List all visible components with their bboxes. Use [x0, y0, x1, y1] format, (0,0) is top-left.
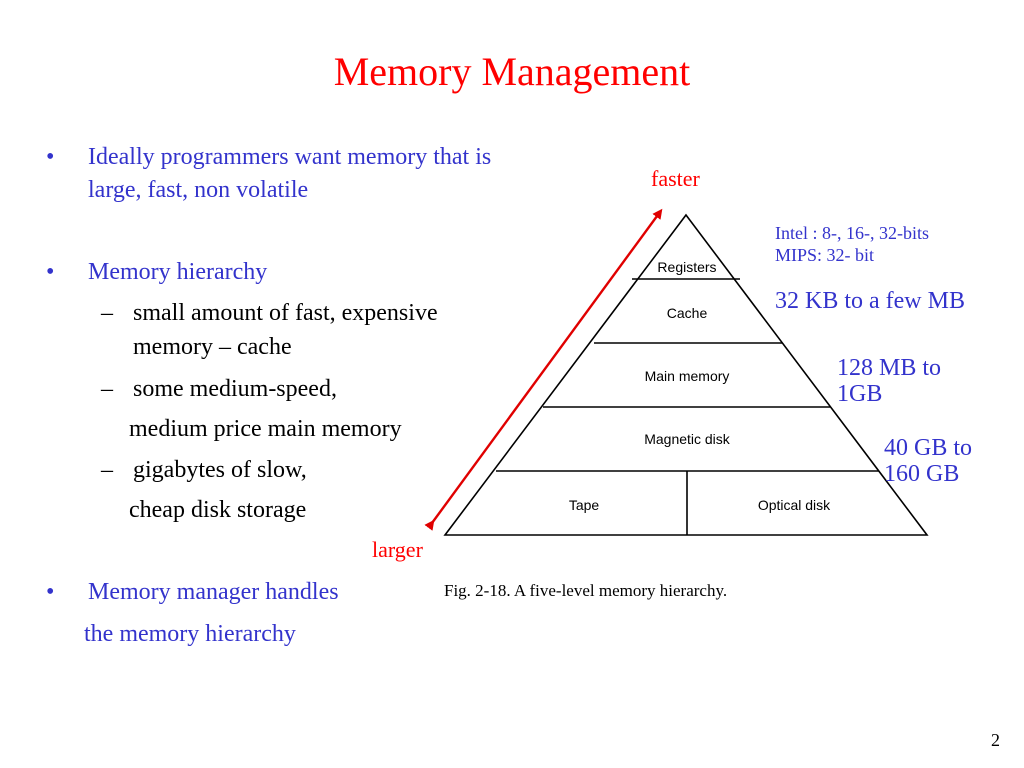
bullet-3-line-2: the memory hierarchy [84, 621, 296, 647]
bullet-2-marker: • [46, 259, 55, 285]
disk-note-line-2: 160 GB [884, 461, 960, 487]
bullet-2-label: Memory hierarchy [88, 259, 268, 285]
level-magnetic-disk: Magnetic disk [644, 431, 731, 447]
sub-bullet-1-line-1: small amount of fast, expensive [133, 300, 438, 326]
sub-bullet-3-marker: – [101, 457, 113, 483]
main-memory-note-line-1: 128 MB to [837, 355, 942, 381]
bullet-3-marker: • [46, 579, 55, 605]
level-cache: Cache [667, 305, 708, 321]
level-registers: Registers [657, 259, 716, 275]
sub-bullet-2-marker: – [101, 376, 113, 402]
sub-bullet-1-line-2: memory – cache [133, 334, 292, 360]
bullet-1-line-2: large, fast, non volatile [88, 177, 309, 203]
disk-note-line-1: 40 GB to [884, 435, 973, 461]
cache-note: 32 KB to a few MB [775, 288, 965, 314]
sub-bullet-2-line-2: medium price main memory [129, 416, 402, 442]
slide-title: Memory Management [333, 49, 691, 94]
page-number: 2 [991, 730, 1000, 750]
registers-note-line-2: MIPS: 32- bit [775, 245, 875, 265]
figure-caption: Fig. 2-18. A five-level memory hierarchy… [444, 581, 728, 600]
registers-note-line-1: Intel : 8-, 16-, 32-bits [775, 223, 929, 243]
sub-bullet-3-line-1: gigabytes of slow, [133, 457, 307, 483]
bullet-3-line-1: Memory manager handles [88, 579, 339, 605]
sub-bullet-2-line-1: some medium-speed, [133, 376, 337, 402]
faster-label: faster [651, 166, 700, 191]
bullet-1-line-1: Ideally programmers want memory that is [88, 144, 492, 170]
larger-label: larger [372, 537, 423, 562]
faster-larger-arrow [424, 208, 663, 531]
level-optical-disk: Optical disk [758, 497, 831, 513]
bullet-1-marker: • [46, 144, 55, 170]
level-main-memory: Main memory [645, 368, 730, 384]
main-memory-note-line-2: 1GB [837, 381, 883, 407]
level-tape: Tape [569, 497, 600, 513]
sub-bullet-1-marker: – [101, 300, 113, 326]
sub-bullet-3-line-2: cheap disk storage [129, 497, 307, 523]
